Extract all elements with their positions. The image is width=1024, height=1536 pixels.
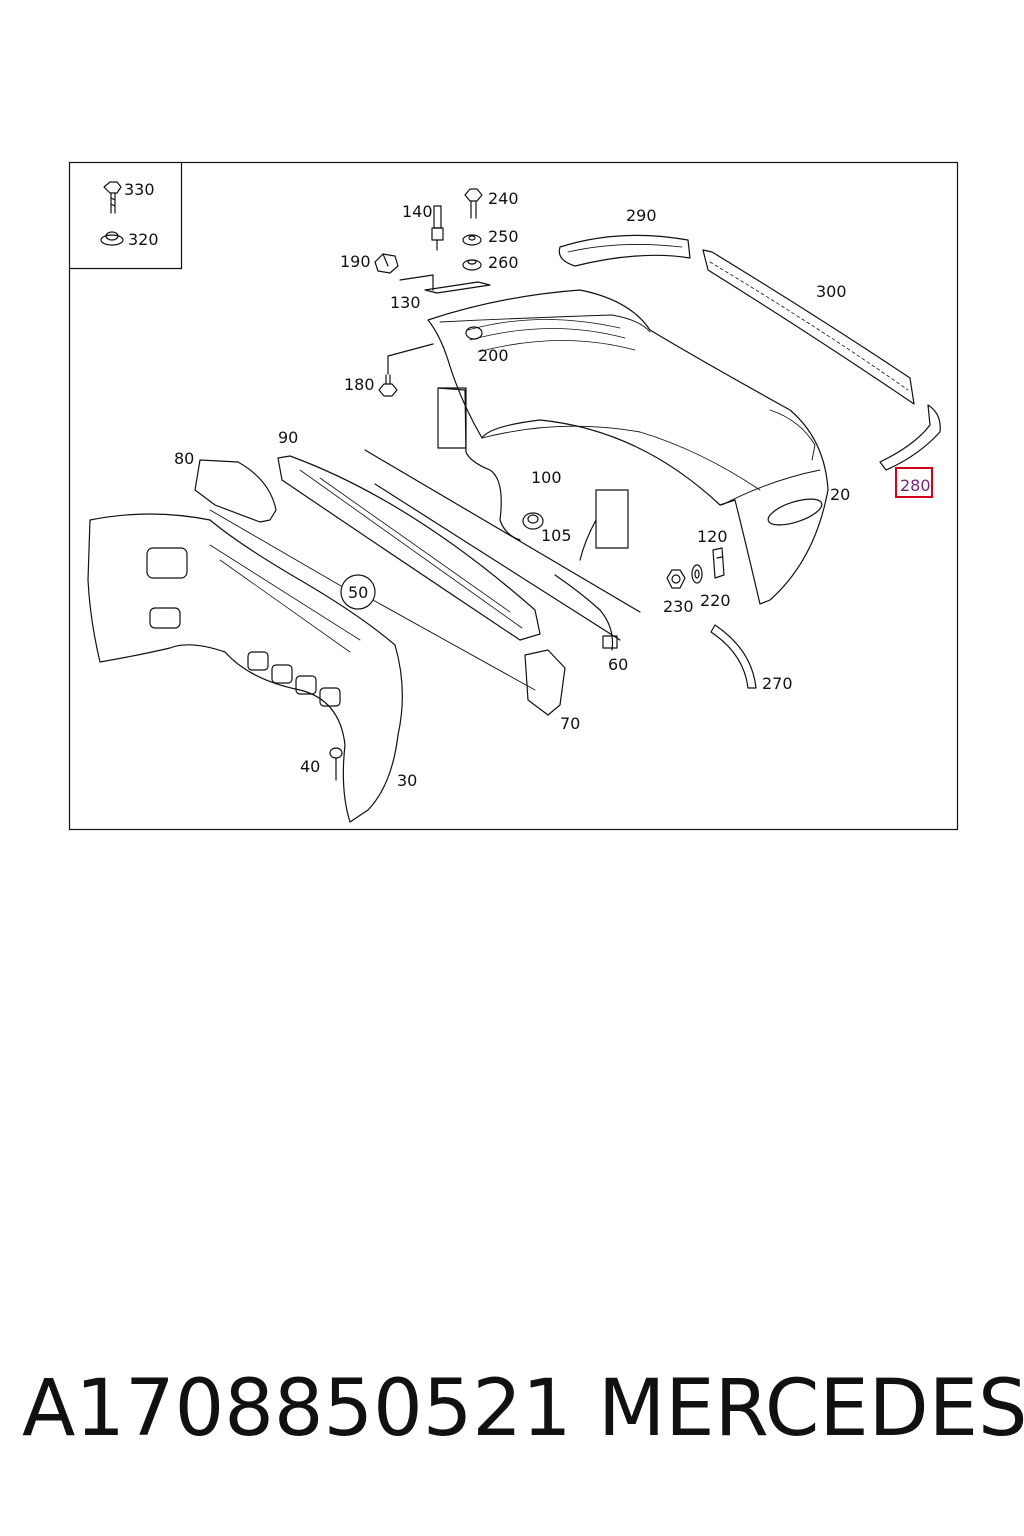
brand-name: MERCEDES xyxy=(598,1364,1024,1454)
washer-260-icon xyxy=(462,259,482,271)
bracket-70 xyxy=(524,649,566,716)
callout-label-80: 80 xyxy=(174,449,194,468)
callout-label-100: 100 xyxy=(531,468,562,487)
callout-label-70: 70 xyxy=(560,714,580,733)
callout-label-180: 180 xyxy=(344,375,375,394)
lower-trim-300 xyxy=(702,249,915,405)
callout-label-140: 140 xyxy=(402,202,433,221)
absorber-90 xyxy=(277,455,541,641)
bolt-330-icon xyxy=(103,181,122,214)
callout-label-330: 330 xyxy=(124,180,155,199)
grommet-105-icon xyxy=(522,512,544,530)
bumper-carrier-30 xyxy=(87,513,403,823)
callout-label-270: 270 xyxy=(762,674,793,693)
callout-label-105: 105 xyxy=(541,526,572,545)
bumper-cover-20 xyxy=(427,289,829,605)
bolt-240-icon xyxy=(464,188,483,219)
washer-250-icon xyxy=(462,234,482,246)
callout-label-250: 250 xyxy=(488,227,519,246)
callout-label-30: 30 xyxy=(397,771,417,790)
callout-label-300: 300 xyxy=(816,282,847,301)
callout-label-120: 120 xyxy=(697,527,728,546)
callout-label-290: 290 xyxy=(626,206,657,225)
callout-label-230: 230 xyxy=(663,597,694,616)
callout-label-190: 190 xyxy=(340,252,371,271)
callout-label-60: 60 xyxy=(608,655,628,674)
bracket-80 xyxy=(194,459,277,523)
clip-120-icon xyxy=(712,547,725,579)
callout-label-130: 130 xyxy=(390,293,421,312)
callout-label-240: 240 xyxy=(488,189,519,208)
wiring-harness-100 xyxy=(437,387,502,521)
nut-320-icon xyxy=(100,231,124,246)
end-trim-280 xyxy=(879,404,941,471)
callout-label-50: 50 xyxy=(348,583,368,602)
callout-label-320: 320 xyxy=(128,230,159,249)
callout-label-260: 260 xyxy=(488,253,519,272)
trim-strip-290 xyxy=(558,234,691,267)
screw-180-icon xyxy=(378,343,434,397)
bracket-130-icon xyxy=(399,274,491,294)
pin-140-icon xyxy=(431,205,444,251)
trim-270 xyxy=(710,624,757,689)
wire-60 xyxy=(364,449,641,613)
callout-label-20: 20 xyxy=(830,485,850,504)
highlight-box-280 xyxy=(895,467,933,498)
callout-label-220: 220 xyxy=(700,591,731,610)
nut-230-icon xyxy=(666,569,686,589)
part-number: A1708850521 xyxy=(22,1364,572,1454)
small-parts-inset xyxy=(69,162,183,270)
callout-label-200: 200 xyxy=(478,346,509,365)
diagram-frame xyxy=(68,161,959,831)
clip-40-icon xyxy=(329,747,343,781)
callout-label-280: 280 xyxy=(900,476,931,495)
clip-190-icon xyxy=(374,253,399,274)
washer-220-icon xyxy=(691,564,703,584)
callout-circle-50 xyxy=(340,574,376,610)
callout-label-90: 90 xyxy=(278,428,298,447)
callout-label-40: 40 xyxy=(300,757,320,776)
